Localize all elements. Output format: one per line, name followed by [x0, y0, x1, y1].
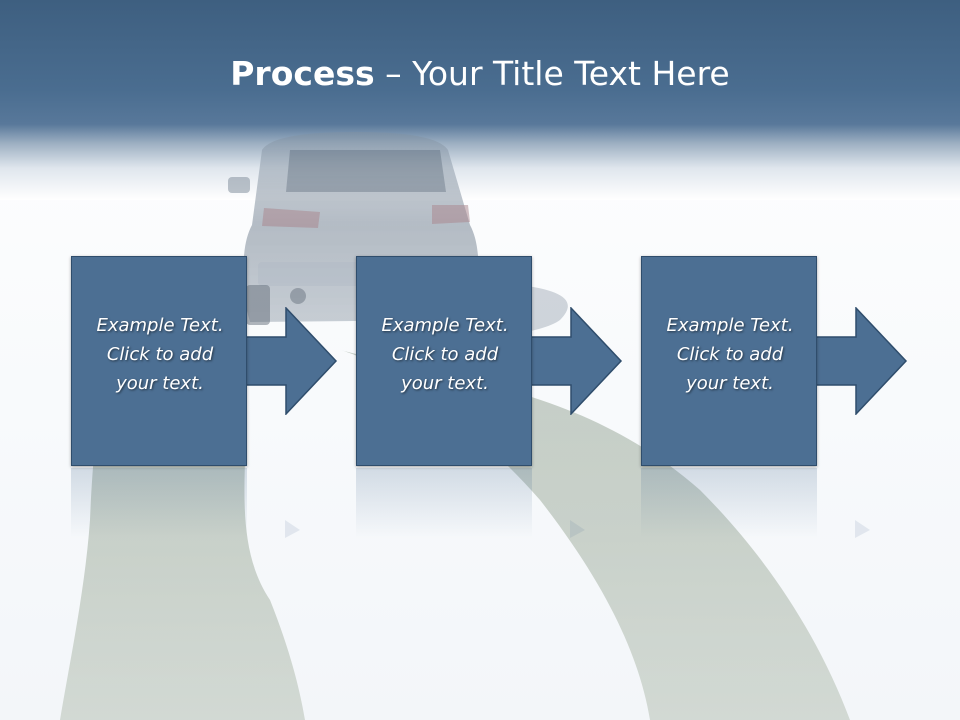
slide-title[interactable]: Process – Your Title Text Here: [0, 52, 960, 96]
step-2-line-2: Click to add: [391, 344, 499, 365]
step-2-line-3: your text.: [401, 373, 489, 394]
title-bold: Process: [230, 54, 375, 93]
arrow-3-icon: [812, 307, 908, 415]
step-text-2[interactable]: Example Text. Click to add your text.: [357, 311, 533, 398]
process-step-2[interactable]: Example Text. Click to add your text.: [356, 256, 532, 466]
arrow-reflection-2: [570, 520, 585, 538]
right-grass-track: [340, 350, 850, 720]
step-reflection-2: [356, 468, 532, 538]
arrow-1-icon: [242, 307, 338, 415]
title-separator: –: [374, 54, 413, 93]
arrow-reflection-1: [285, 520, 300, 538]
title-rest: Your Title Text Here: [412, 54, 730, 93]
step-3-line-3: your text.: [686, 373, 774, 394]
step-1-line-3: your text.: [116, 373, 204, 394]
step-reflection-3: [641, 468, 817, 538]
arrow-2-icon: [527, 307, 623, 415]
step-1-line-2: Click to add: [106, 344, 214, 365]
step-text-3[interactable]: Example Text. Click to add your text.: [642, 311, 818, 398]
arrow-reflection-3: [855, 520, 870, 538]
header-band: [0, 0, 960, 200]
step-2-line-1: Example Text.: [381, 315, 509, 336]
step-reflection-1: [71, 468, 247, 538]
step-text-1[interactable]: Example Text. Click to add your text.: [72, 311, 248, 398]
process-step-1[interactable]: Example Text. Click to add your text.: [71, 256, 247, 466]
step-1-line-1: Example Text.: [96, 315, 224, 336]
process-step-3[interactable]: Example Text. Click to add your text.: [641, 256, 817, 466]
step-3-line-2: Click to add: [676, 344, 784, 365]
step-3-line-1: Example Text.: [666, 315, 794, 336]
